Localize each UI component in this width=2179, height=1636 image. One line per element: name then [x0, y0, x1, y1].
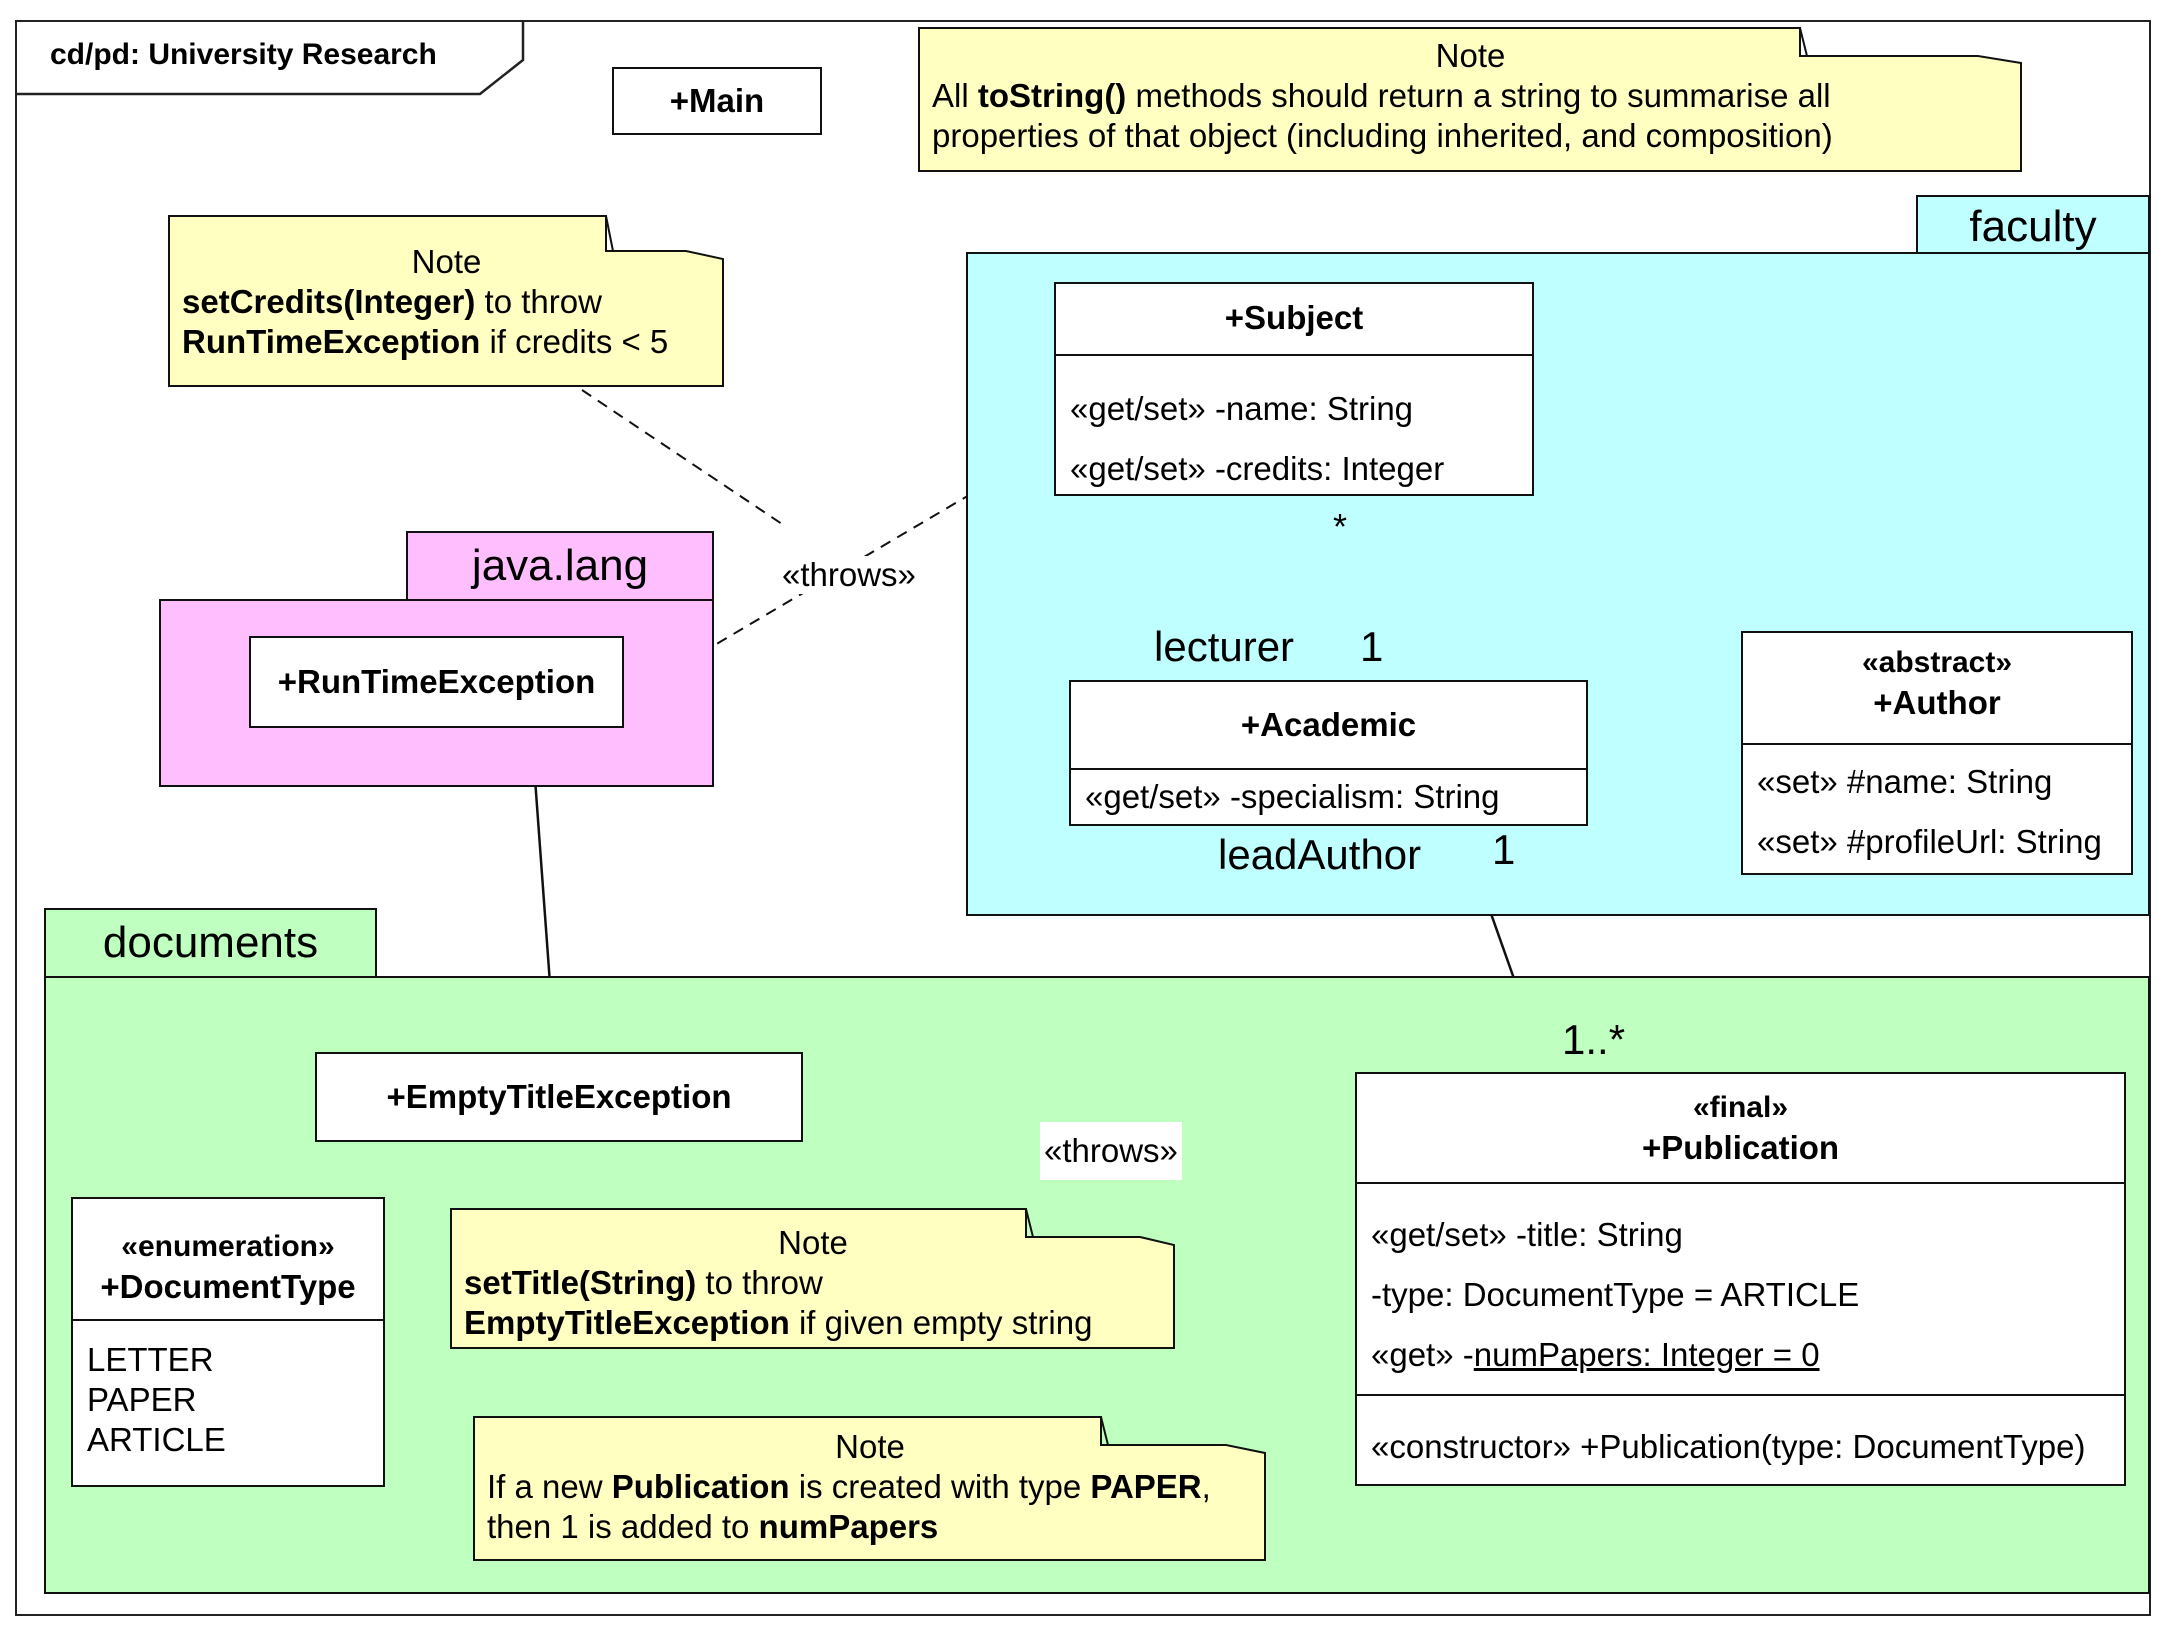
class-subject-attr-credits: «get/set» -credits: Integer [1070, 450, 1445, 487]
note-credits-shape [168, 215, 724, 387]
package-faculty-name: faculty [1969, 202, 2097, 251]
class-runtime-exception[interactable]: +RunTimeException [249, 636, 624, 728]
note-credits-anchor-line [581, 389, 786, 527]
enum-document-type[interactable]: «enumeration» +DocumentType LETTER PAPER… [71, 1197, 385, 1487]
note-credits-line1: setCredits(Integer) to throw [182, 283, 602, 320]
note-tostring-line1: All toString() methods should return a s… [932, 77, 1831, 114]
mult-lecturer-one: 1 [1360, 623, 1384, 670]
note-tostring-title: Note [1435, 37, 1506, 74]
note-title-line2: EmptyTitleException if given empty strin… [464, 1304, 1093, 1341]
class-publication[interactable]: «final» +Publication «get/set» -title: S… [1355, 1072, 2126, 1486]
class-runtime-exception-name: +RunTimeException [277, 663, 596, 700]
class-author-stereotype: «abstract» [1861, 646, 2013, 679]
note-credits-title: Note [411, 243, 482, 280]
class-publication-name: +Publication [1641, 1129, 1840, 1166]
note-title[interactable]: Note setTitle(String) to throw EmptyTitl… [450, 1208, 1176, 1350]
package-java-lang-tab[interactable]: java.lang [406, 531, 714, 601]
class-publication-divider-ops [1357, 1394, 2124, 1396]
class-empty-title-exception[interactable]: +EmptyTitleException [315, 1052, 803, 1142]
note-papers-title: Note [835, 1428, 905, 1465]
class-publication-stereotype: «final» [1692, 1091, 1789, 1124]
note-tostring[interactable]: Note All toString() methods should retur… [918, 27, 2023, 173]
class-publication-op-constructor: «constructor» +Publication(type: Documen… [1371, 1428, 2086, 1465]
note-title-shape [450, 1208, 1175, 1349]
note-tostring-line2: properties of that object (including inh… [932, 117, 1833, 154]
throws-label-empty-title: «throws» [1040, 1122, 1182, 1180]
class-publication-attr-numpapers: «get» -numPapers: Integer = 0 [1371, 1336, 1820, 1373]
class-publication-header: «final» +Publication [1357, 1088, 2124, 1168]
class-author-name: +Author [1873, 684, 2001, 721]
enum-document-type-name: +DocumentType [100, 1268, 356, 1305]
class-publication-divider-attrs [1357, 1182, 2124, 1184]
class-academic[interactable]: +Academic «get/set» -specialism: String [1069, 680, 1588, 826]
class-publication-attr-title: «get/set» -title: String [1371, 1216, 1683, 1253]
class-subject-divider [1056, 354, 1532, 356]
note-papers[interactable]: Note If a new Publication is created wit… [473, 1416, 1267, 1562]
note-papers-line1: If a new Publication is created with typ… [487, 1468, 1211, 1505]
class-subject-attr-name: «get/set» -name: String [1070, 390, 1414, 427]
package-documents-tab[interactable]: documents [44, 908, 377, 978]
enum-literal-paper: PAPER [87, 1381, 197, 1418]
class-academic-divider [1071, 768, 1586, 770]
throws-label-runtime: «throws» [778, 556, 920, 594]
note-credits[interactable]: Note setCredits(Integer) to throw RunTim… [168, 215, 725, 388]
frame-label: cd/pd: University Research [50, 38, 437, 71]
class-empty-title-exception-name: +EmptyTitleException [386, 1078, 732, 1115]
diagram-frame [15, 20, 2151, 1616]
class-author-attr-name: «set» #name: String [1757, 763, 2053, 800]
enum-document-type-header: «enumeration» +DocumentType [73, 1227, 383, 1307]
note-papers-line2: then 1 is added to numPapers [487, 1508, 939, 1545]
class-main-name: +Main [669, 82, 765, 119]
role-lead-author: leadAuthor [1218, 831, 1422, 878]
note-title-title: Note [778, 1224, 848, 1261]
class-subject-name: +Subject [1224, 299, 1364, 336]
enum-document-type-stereotype: «enumeration» [121, 1230, 335, 1263]
package-java-lang-name: java.lang [471, 541, 649, 590]
class-author-divider [1743, 743, 2131, 745]
class-subject[interactable]: +Subject «get/set» -name: String «get/se… [1054, 282, 1534, 496]
role-lecturer: lecturer [1154, 623, 1295, 670]
class-author-attr-profileurl: «set» #profileUrl: String [1757, 823, 2102, 860]
note-papers-shape [473, 1416, 1266, 1561]
package-faculty-tab[interactable]: faculty [1916, 195, 2150, 255]
class-main[interactable]: +Main [612, 67, 822, 135]
class-author[interactable]: «abstract» +Author «set» #name: String «… [1741, 631, 2133, 875]
mult-lead-author-one: 1 [1492, 826, 1516, 873]
class-author-header: «abstract» +Author [1743, 643, 2131, 723]
enum-literal-letter: LETTER [87, 1341, 214, 1378]
class-academic-name: +Academic [1240, 706, 1417, 743]
frame-label-tab [15, 20, 525, 96]
enum-literal-article: ARTICLE [87, 1421, 226, 1458]
enum-document-type-divider [73, 1319, 383, 1321]
note-title-line1: setTitle(String) to throw [464, 1264, 823, 1301]
note-credits-line2: RunTimeException if credits < 5 [182, 323, 669, 360]
package-documents-name: documents [102, 918, 319, 967]
note-tostring-shape [918, 27, 2022, 172]
mult-subject-many: * [1333, 506, 1348, 547]
class-academic-attr-specialism: «get/set» -specialism: String [1085, 778, 1500, 815]
class-publication-attr-type: -type: DocumentType = ARTICLE [1371, 1276, 1860, 1313]
mult-publication-many: 1..* [1562, 1016, 1626, 1063]
